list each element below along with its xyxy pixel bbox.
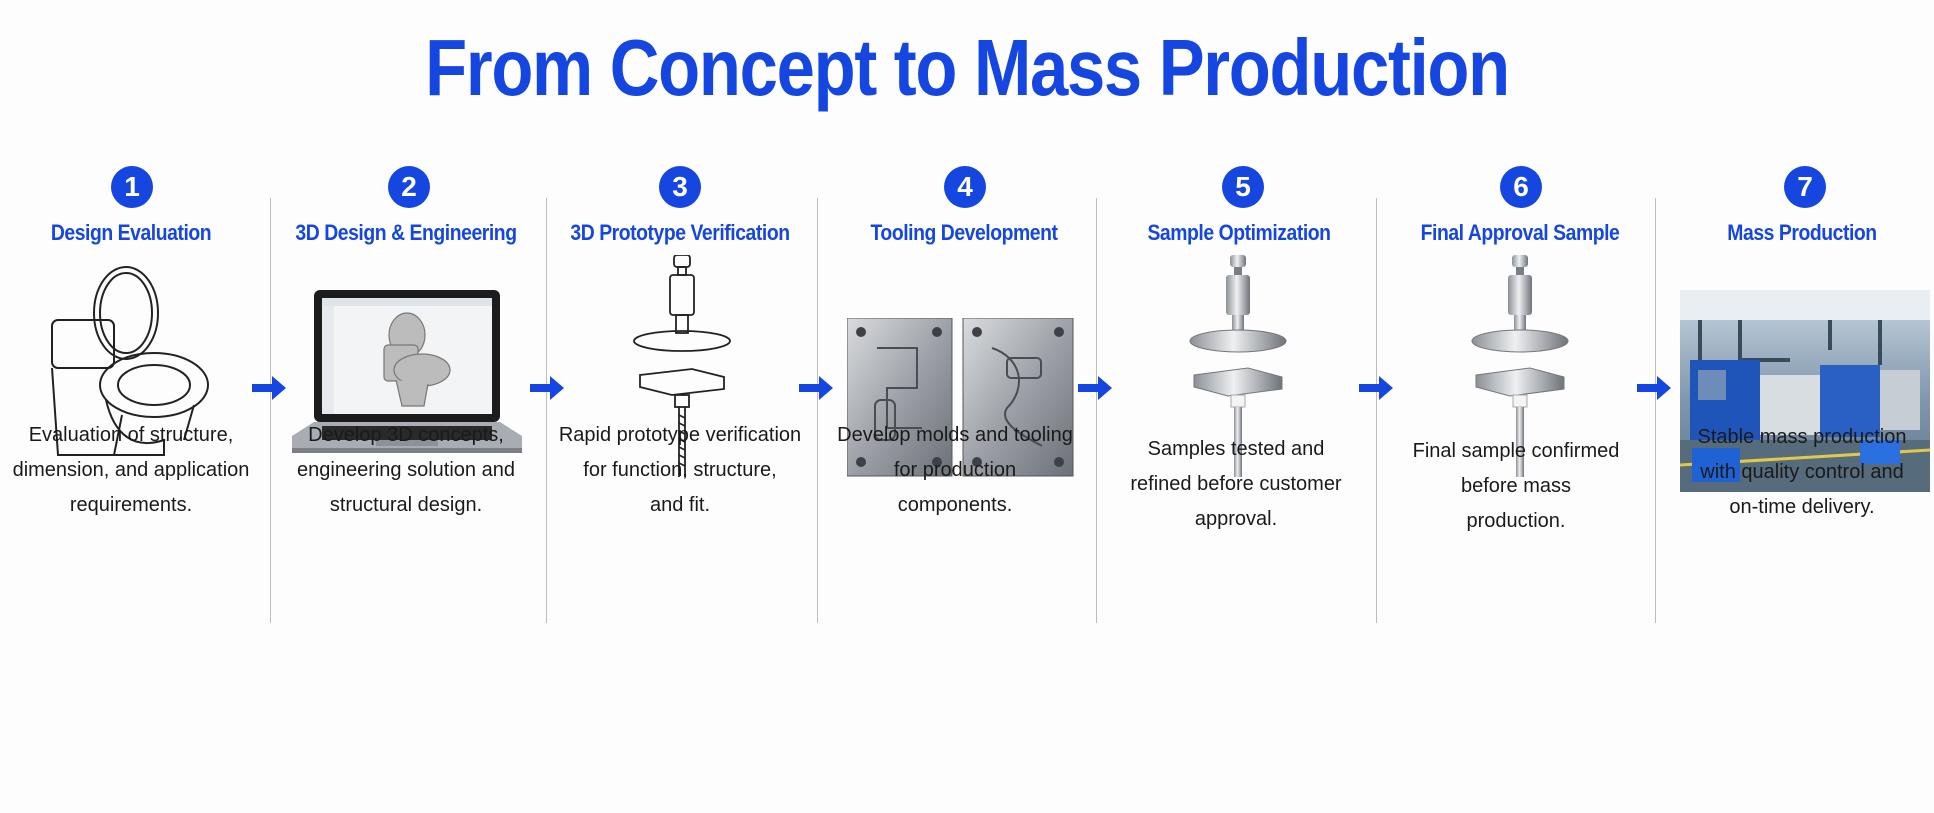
step-description-line: before mass: [1460, 475, 1572, 497]
divider: [1096, 198, 1097, 623]
step-description: Rapid prototype verification for functio…: [550, 418, 810, 523]
step-description-line: requirements.: [69, 494, 193, 516]
arrow-right-icon: [530, 376, 564, 400]
step-description-line: on-time delivery.: [1729, 496, 1875, 518]
step-description-line: Samples tested and: [1147, 438, 1325, 460]
arrow-right-icon: [1359, 376, 1393, 400]
step-6: 6 Final Approval Sample Final sample con…: [1376, 160, 1655, 640]
step-description: Stable mass production with quality cont…: [1672, 420, 1932, 525]
step-4: 4 Tooling Development Develop molds: [817, 160, 1096, 640]
step-3: 3 3D Prototype Verification Rapid protot…: [546, 160, 817, 640]
step-description-line: for function, structure,: [583, 459, 777, 481]
step-number-badge: 3: [659, 166, 701, 208]
step-title: 3D Design & Engineering: [295, 220, 517, 245]
step-number-badge: 1: [111, 166, 153, 208]
steel-bolt-icon: [1189, 255, 1287, 477]
bolt-sketch-icon: [633, 255, 731, 477]
process-steps: 1 Design Evaluation Evaluation of struct…: [0, 160, 1934, 660]
step-title: Tooling Development: [870, 220, 1058, 245]
step-description-line: engineering solution and: [297, 459, 515, 481]
step-description: Final sample confirmed before mass produ…: [1386, 434, 1646, 539]
step-description-line: Evaluation of structure,: [28, 424, 234, 446]
factory-photo-icon: [1680, 290, 1930, 492]
step-description-line: for production: [893, 459, 1017, 481]
step-5: 5 Sample Optimization Samples tested and…: [1096, 160, 1376, 640]
step-description-line: and fit.: [649, 494, 711, 516]
divider: [1655, 198, 1656, 623]
step-description-line: Stable mass production: [1697, 426, 1907, 448]
step-1: 1 Design Evaluation Evaluation of struct…: [0, 160, 270, 640]
step-title: Design Evaluation: [50, 220, 212, 245]
step-7: 7 Mass Production Stable mass pr: [1655, 160, 1934, 640]
step-description-line: with quality control and: [1700, 461, 1904, 483]
step-description: Evaluation of structure, dimension, and …: [1, 418, 261, 523]
arrow-right-icon: [1637, 376, 1671, 400]
arrow-right-icon: [1078, 376, 1112, 400]
step-description: Develop molds and tooling for production…: [825, 418, 1085, 523]
divider: [546, 198, 547, 623]
step-number-badge: 6: [1500, 166, 1542, 208]
arrow-right-icon: [252, 376, 286, 400]
step-description-line: structural design.: [329, 494, 483, 516]
step-description-line: Develop molds and tooling: [837, 424, 1073, 446]
step-description: Samples tested and refined before custom…: [1106, 432, 1366, 537]
laptop-cad-icon: [292, 290, 522, 453]
step-title: 3D Prototype Verification: [570, 220, 790, 245]
toilet-sketch-icon: [51, 266, 209, 456]
step-description: Develop 3D concepts, engineering solutio…: [276, 418, 536, 523]
steel-bolt-icon: [1471, 255, 1569, 477]
page-title: From Concept to Mass Production: [425, 23, 1510, 112]
step-title: Mass Production: [1727, 220, 1877, 245]
step-number-badge: 5: [1222, 166, 1264, 208]
divider: [270, 198, 271, 623]
step-number-badge: 7: [1784, 166, 1826, 208]
step-number-badge: 2: [388, 166, 430, 208]
arrow-right-icon: [799, 376, 833, 400]
step-number-badge: 4: [944, 166, 986, 208]
divider: [817, 198, 818, 623]
step-description-line: dimension, and application: [12, 459, 250, 481]
step-description-line: refined before customer: [1130, 473, 1342, 495]
mold-icon: [847, 318, 1074, 477]
step-description-line: approval.: [1194, 508, 1278, 530]
step-description-line: Rapid prototype verification: [558, 424, 802, 446]
step-title: Sample Optimization: [1147, 220, 1331, 245]
step-description-line: production.: [1466, 510, 1566, 532]
step-2: 2 3D Design & Engineering Develop 3D con…: [270, 160, 546, 640]
step-description-line: components.: [897, 494, 1013, 516]
step-description-line: Final sample confirmed: [1412, 440, 1620, 462]
step-description-line: Develop 3D concepts,: [308, 424, 504, 446]
divider: [1376, 198, 1377, 623]
step-title: Final Approval Sample: [1420, 220, 1620, 245]
